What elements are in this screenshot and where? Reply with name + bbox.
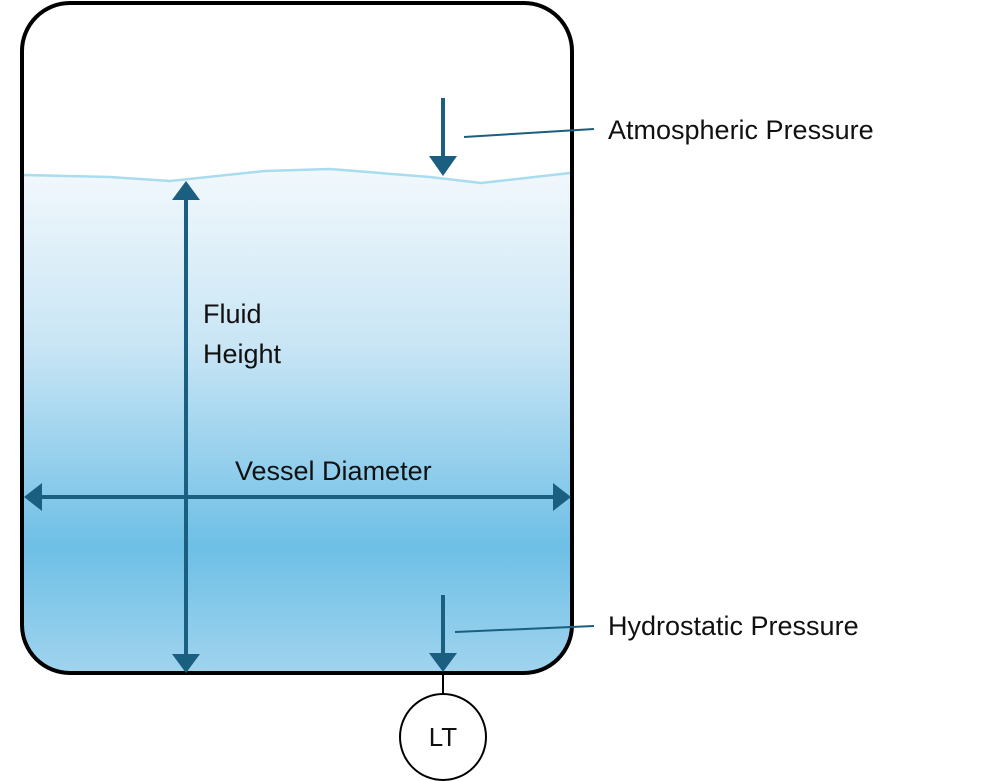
hydrostatic-pressure-arrow: [429, 595, 457, 672]
vessel-diameter-arrow: [24, 483, 571, 511]
atmospheric-pressure-arrow: [429, 98, 457, 176]
level-transmitter-circle: [399, 693, 487, 781]
fluid-height-arrow: [172, 181, 200, 673]
atmospheric-pressure-label: Atmospheric Pressure: [608, 115, 874, 145]
fluid-surface-line: [23, 167, 571, 185]
level-transmitter-label: LT: [429, 722, 458, 752]
vessel-outline: [20, 1, 574, 675]
hydrostatic-pressure-label: Hydrostatic Pressure: [608, 611, 859, 641]
fluid-height-label-line1: Fluid: [203, 299, 262, 329]
fluid-height-label-line2: Height: [203, 339, 282, 369]
vessel-diameter-label: Vessel Diameter: [235, 456, 432, 486]
hydrostatic-pressure-leader: [454, 625, 595, 633]
atmospheric-pressure-leader: [463, 128, 595, 138]
fluid-body: [22, 169, 572, 673]
